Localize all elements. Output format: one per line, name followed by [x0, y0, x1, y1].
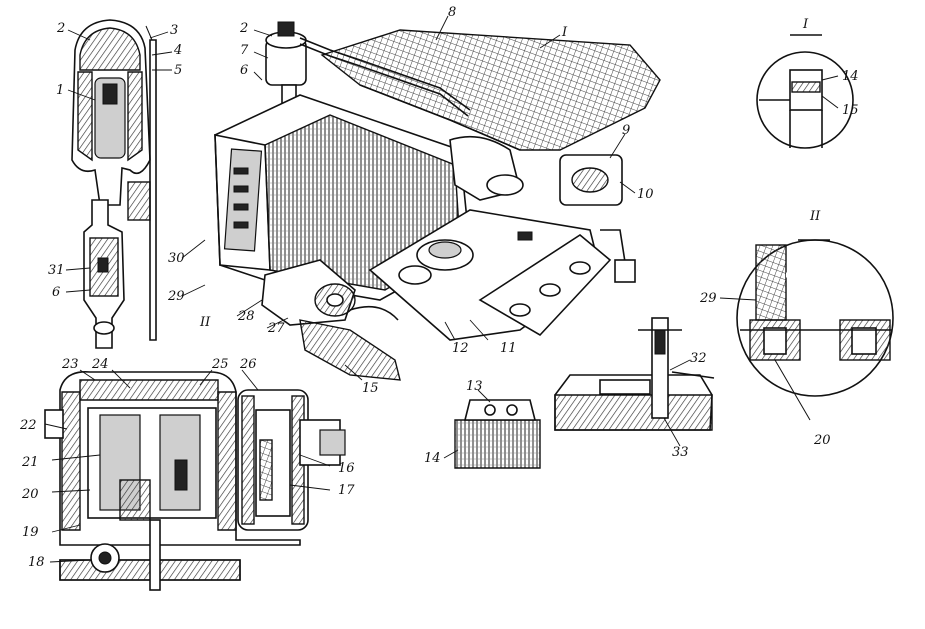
label-12: 12: [452, 341, 469, 356]
pump-detail-upper: [71, 19, 157, 341]
coolant-pipe: [203, 130, 300, 302]
finned-head-detail: [454, 399, 541, 469]
injector-detail: [554, 317, 715, 431]
label-13: 13: [466, 379, 483, 394]
label-11: 11: [500, 341, 517, 356]
label-17: 17: [338, 483, 355, 498]
label-16: 16: [338, 461, 355, 476]
label-4: 4: [173, 43, 182, 58]
label-18: 18: [28, 555, 45, 570]
label-10: 10: [637, 187, 654, 202]
block-slots: [233, 167, 249, 229]
label-33: 33: [672, 445, 689, 460]
label-14-top: 14: [842, 69, 859, 84]
label-9: 9: [622, 123, 630, 138]
part-labels: 2 1 3 4 5 31 6 2 7 6 8 I 9 10 30 29 II 2…: [19, 5, 859, 570]
pump-detail-lower: [83, 199, 125, 349]
label-secI-main: I: [561, 25, 568, 40]
label-7: 7: [240, 43, 249, 58]
cylinder-heads: [368, 209, 636, 341]
leader-lines: [44, 15, 691, 563]
label-29a: 29: [167, 289, 185, 304]
label-20: 20: [21, 487, 39, 502]
section-II-detail: [719, 239, 894, 421]
label-2a: 2: [56, 21, 65, 36]
label-8: 8: [448, 5, 456, 20]
label-3: 3: [170, 23, 178, 38]
label-24: 24: [91, 357, 109, 372]
oil-filter-section: [237, 389, 346, 531]
label-15: 15: [362, 381, 379, 396]
label-1: 1: [56, 83, 64, 98]
generator: [261, 259, 401, 381]
label-29b: 29: [699, 291, 717, 306]
fan-housing: [449, 135, 623, 206]
label-5: 5: [174, 63, 182, 78]
label-26: 26: [239, 357, 257, 372]
radiator-cover: [320, 29, 661, 151]
label-22: 22: [19, 418, 37, 433]
label-6a: 6: [52, 285, 60, 300]
label-20b: 20: [813, 433, 831, 448]
label-15-top: 15: [842, 103, 859, 118]
label-27: 27: [267, 321, 285, 336]
engine-cross-section: [44, 371, 301, 591]
label-secII-main: II: [199, 315, 211, 330]
label-2b: 2: [239, 21, 248, 36]
label-30: 30: [168, 251, 185, 266]
label-21: 21: [21, 455, 39, 470]
label-28: 28: [237, 309, 255, 324]
label-31: 31: [48, 263, 65, 278]
label-25: 25: [211, 357, 229, 372]
label-secI-top: I: [802, 17, 809, 32]
section-I-detail: [756, 34, 854, 149]
label-14: 14: [424, 451, 441, 466]
label-6b: 6: [240, 63, 248, 78]
label-secII-top: II: [809, 209, 821, 224]
label-32: 32: [690, 351, 707, 366]
label-23: 23: [61, 357, 79, 372]
label-19: 19: [22, 525, 39, 540]
